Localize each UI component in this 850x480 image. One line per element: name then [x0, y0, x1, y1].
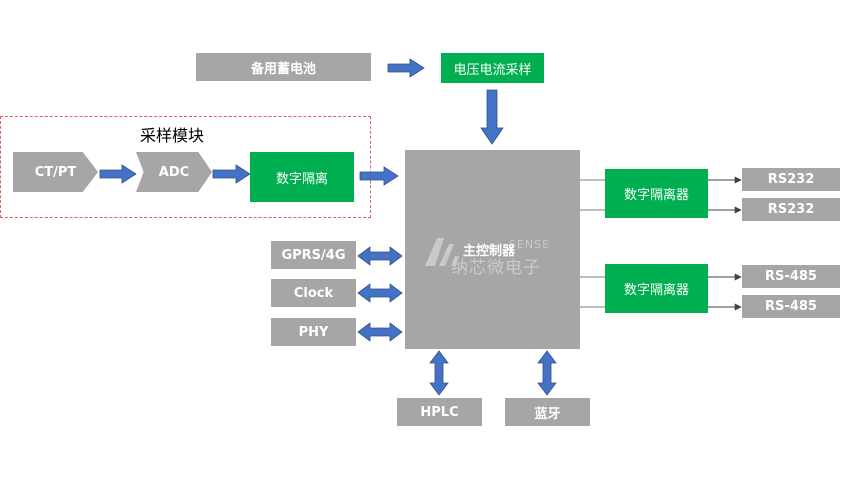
digital-isolation-box: 数字隔离	[250, 152, 354, 202]
adc-box: ADC	[136, 152, 212, 192]
arrow-battery-to-sampling	[387, 58, 425, 78]
rs485-port-1: RS-485	[742, 265, 840, 288]
sampling-module-group	[0, 116, 371, 218]
arrow-adc-to-isolation	[212, 164, 251, 184]
arrow-controller-bluetooth	[537, 350, 557, 396]
arrow-phy-controller	[357, 322, 403, 342]
watermark-cn-text: 纳芯微电子	[451, 258, 541, 278]
brand-logo-icon	[425, 238, 459, 266]
arrow-gprs-controller	[357, 246, 403, 266]
digital-isolator-1-box: 数字隔离器	[605, 169, 708, 218]
arrow-controller-hplc	[429, 350, 449, 396]
ct-pt-box: CT/PT	[13, 152, 98, 192]
hplc-box: HPLC	[397, 398, 482, 426]
gprs-4g-box: GPRS/4G	[271, 241, 356, 269]
clock-box: Clock	[271, 279, 356, 307]
watermark-en-text: SENSE	[509, 238, 551, 251]
voltage-current-sampling-box: 电压电流采样	[441, 53, 544, 83]
rs232-port-1: RS232	[742, 168, 840, 191]
rs232-port-2: RS232	[742, 198, 840, 221]
main-controller-label: 主控制器	[463, 244, 516, 259]
bluetooth-box: 蓝牙	[505, 398, 590, 426]
phy-box: PHY	[271, 318, 356, 346]
digital-isolator-2-box: 数字隔离器	[605, 264, 708, 313]
arrow-isolation-to-controller	[359, 166, 399, 186]
arrow-clock-controller	[357, 283, 403, 303]
arrow-ctpt-to-adc	[99, 164, 137, 184]
brand-watermark: 纳芯微电子 SENSE	[425, 236, 549, 278]
rs485-port-2: RS-485	[742, 295, 840, 318]
backup-battery-box: 备用蓄电池	[196, 53, 371, 81]
sampling-module-title: 采样模块	[140, 126, 205, 145]
arrow-sampling-to-controller	[480, 89, 504, 145]
